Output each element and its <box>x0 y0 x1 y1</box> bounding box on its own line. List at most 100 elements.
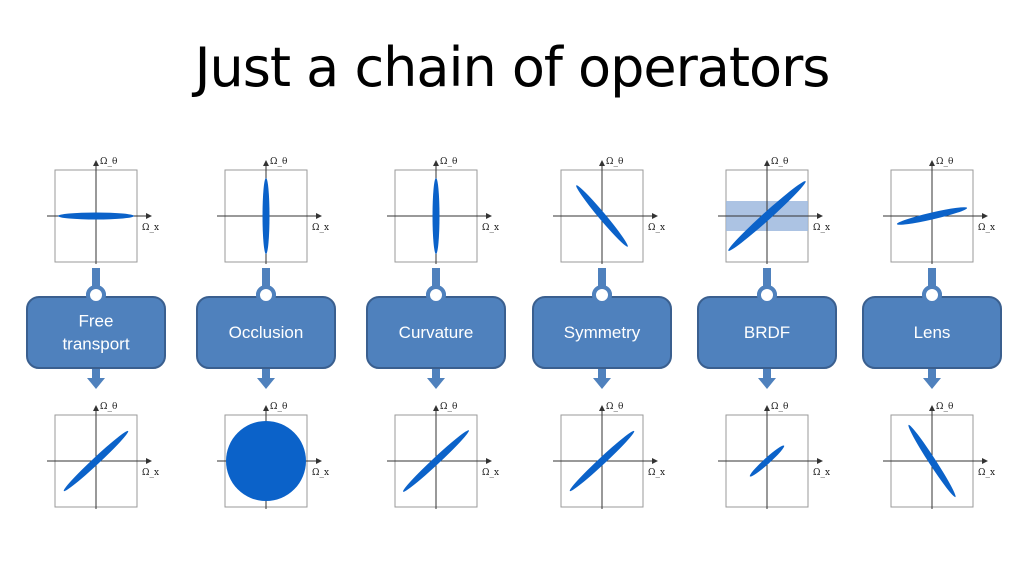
y-axis-arrow <box>764 405 770 411</box>
operator-column-6: Lens <box>862 268 1002 389</box>
y-axis-arrow <box>93 160 99 166</box>
y-axis-arrow <box>764 160 770 166</box>
operator-column-2: Occlusion <box>196 268 336 389</box>
x-axis-arrow <box>316 458 322 464</box>
operator-label: Symmetry <box>564 323 641 342</box>
output-spectrum-plot: Ω_θΩ_x <box>387 402 499 509</box>
arrow-shaft <box>928 369 936 378</box>
arrow-shaft <box>262 369 270 378</box>
operator-box <box>26 296 166 369</box>
operator-column-4: Symmetry <box>532 268 672 389</box>
x-axis-arrow <box>817 458 823 464</box>
operator-label: Occlusion <box>229 323 304 342</box>
y-axis-arrow <box>263 405 269 411</box>
input-spectrum-plot: Ω_θΩ_x <box>883 157 995 264</box>
y-axis-arrow <box>433 405 439 411</box>
omega-theta-label: Ω_θ <box>936 402 953 412</box>
omega-x-label: Ω_x <box>978 468 995 478</box>
connector-stem <box>92 268 100 290</box>
connector-knob-top <box>256 285 276 305</box>
operator-label-line: Lens <box>914 323 951 342</box>
arrow-head <box>87 378 105 389</box>
output-spectrum-plot: Ω_θΩ_x <box>883 402 995 509</box>
connector-stem <box>262 268 270 290</box>
spectrum-ellipse <box>749 445 785 477</box>
spectrum-ellipse <box>58 212 134 220</box>
input-spectrum-plot: Ω_θΩ_x <box>217 157 329 264</box>
y-axis-arrow <box>929 160 935 166</box>
operator-label-line: Curvature <box>399 323 474 342</box>
operator-label-line: BRDF <box>744 323 790 342</box>
x-axis-arrow <box>146 458 152 464</box>
x-axis-arrow <box>652 458 658 464</box>
input-spectrum-plot: Ω_θΩ_x <box>387 157 499 264</box>
spectrum-ellipse <box>569 430 635 492</box>
x-axis-arrow <box>146 213 152 219</box>
omega-x-label: Ω_x <box>142 223 159 233</box>
x-axis-arrow <box>982 458 988 464</box>
omega-x-label: Ω_x <box>312 468 329 478</box>
x-axis-arrow <box>486 213 492 219</box>
input-spectrum-plot: Ω_θΩ_x <box>718 157 830 264</box>
connector-stem <box>598 268 606 290</box>
arrow-head <box>257 378 275 389</box>
operator-column-3: Curvature <box>366 268 506 389</box>
omega-theta-label: Ω_θ <box>440 402 457 412</box>
operator-label-line: Free <box>79 312 114 331</box>
output-spectrum-plot: Ω_θΩ_x <box>47 402 159 509</box>
connector-knob-top <box>922 285 942 305</box>
connector-stem <box>763 268 771 290</box>
x-axis-arrow <box>817 213 823 219</box>
spectrum-ellipse <box>908 424 956 498</box>
spectrum-disk <box>226 421 306 501</box>
spectrum-ellipse <box>576 185 628 247</box>
omega-x-label: Ω_x <box>482 468 499 478</box>
omega-x-label: Ω_x <box>978 223 995 233</box>
omega-theta-label: Ω_θ <box>606 402 623 412</box>
omega-theta-label: Ω_θ <box>771 157 788 167</box>
slide-title: Just a chain of operators <box>194 36 831 99</box>
connector-knob-top <box>426 285 446 305</box>
arrow-head <box>593 378 611 389</box>
y-axis-arrow <box>93 405 99 411</box>
arrow-shaft <box>432 369 440 378</box>
operator-label-line: Occlusion <box>229 323 304 342</box>
connector-knob-top <box>86 285 106 305</box>
arrow-head <box>427 378 445 389</box>
x-axis-arrow <box>652 213 658 219</box>
operator-column-5: BRDF <box>697 268 837 389</box>
omega-theta-label: Ω_θ <box>100 157 117 167</box>
arrow-shaft <box>763 369 771 378</box>
input-spectrum-plot: Ω_θΩ_x <box>47 157 159 264</box>
omega-theta-label: Ω_θ <box>270 402 287 412</box>
connector-stem <box>432 268 440 290</box>
omega-theta-label: Ω_θ <box>100 402 117 412</box>
arrow-shaft <box>598 369 606 378</box>
omega-x-label: Ω_x <box>312 223 329 233</box>
omega-theta-label: Ω_θ <box>936 157 953 167</box>
spectrum-ellipse <box>728 181 806 251</box>
y-axis-arrow <box>433 160 439 166</box>
omega-theta-label: Ω_θ <box>606 157 623 167</box>
omega-x-label: Ω_x <box>648 223 665 233</box>
omega-theta-label: Ω_θ <box>771 402 788 412</box>
spectrum-ellipse <box>432 178 440 254</box>
y-axis-arrow <box>599 405 605 411</box>
operator-column-1: Free transport <box>26 268 166 389</box>
operator-label-line: transport <box>62 335 129 354</box>
input-spectrum-plot: Ω_θΩ_x <box>553 157 665 264</box>
arrow-shaft <box>92 369 100 378</box>
connector-knob-top <box>757 285 777 305</box>
connector-knob-top <box>592 285 612 305</box>
operator-label: Free transport <box>62 312 129 354</box>
spectrum-ellipse <box>262 178 270 254</box>
operator-label: Curvature <box>399 323 474 342</box>
omega-x-label: Ω_x <box>482 223 499 233</box>
omega-x-label: Ω_x <box>648 468 665 478</box>
x-axis-arrow <box>316 213 322 219</box>
y-axis-arrow <box>263 160 269 166</box>
operator-label: Lens <box>914 323 951 342</box>
spectrum-ellipse <box>63 430 129 492</box>
omega-x-label: Ω_x <box>813 468 830 478</box>
